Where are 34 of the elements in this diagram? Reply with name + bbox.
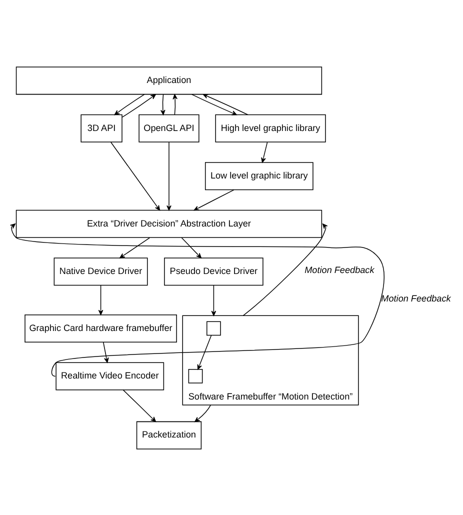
arrow — [114, 94, 145, 115]
arrow — [98, 284, 104, 315]
arrow — [122, 94, 156, 118]
node-box: Native Device Driver — [54, 257, 148, 286]
node-box: Packetization — [136, 420, 202, 449]
node-box — [206, 320, 221, 336]
arrow — [120, 236, 150, 258]
arrow — [160, 94, 166, 115]
node-box: Extra “Driver Decision” Abstraction Layer — [16, 209, 322, 238]
arrow — [242, 223, 328, 316]
arrow — [10, 223, 384, 376]
node-box: Application — [16, 66, 322, 94]
cluster — [182, 314, 359, 405]
edge-label: Motion Feedback — [381, 293, 451, 304]
arrow — [166, 141, 172, 210]
arrow — [172, 94, 178, 115]
node-box: Pseudo Device Driver — [164, 257, 264, 286]
arrow — [122, 389, 156, 422]
edge-label: Motion Feedback — [304, 264, 374, 275]
node-box: Low level graphic library — [204, 162, 314, 190]
node-box: Realtime Video Encoder — [56, 362, 164, 390]
node-box: OpenGL API — [138, 114, 200, 142]
node-box: High level graphic library — [215, 114, 326, 142]
arrow — [102, 341, 109, 362]
arrow — [110, 141, 160, 210]
node-label: Software Framebuffer “Motion Detection” — [188, 390, 353, 401]
node-box — [188, 368, 203, 383]
arrow — [261, 141, 268, 162]
arrow — [194, 404, 212, 422]
arrow — [211, 284, 216, 316]
node-box: Graphic Card hardware framebuffer — [24, 314, 177, 342]
node-box: 3D API — [80, 114, 122, 142]
arrow — [181, 236, 202, 258]
arrow — [194, 189, 234, 210]
